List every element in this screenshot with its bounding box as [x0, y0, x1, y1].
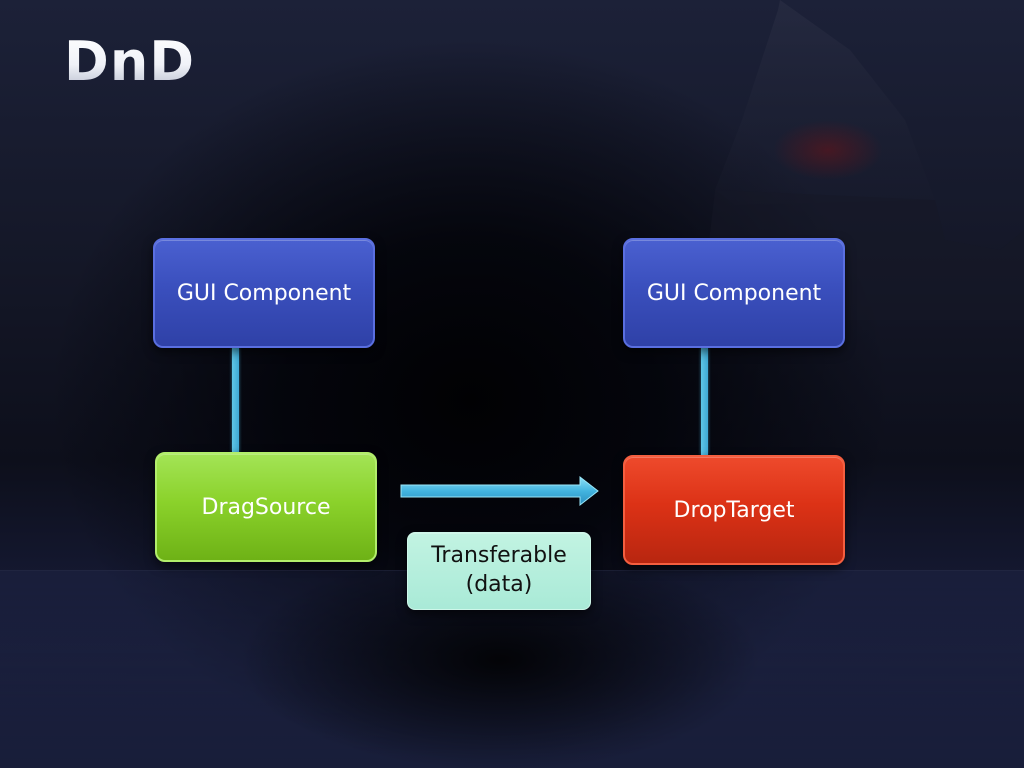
drag-source-label: DragSource: [201, 494, 331, 520]
gui-component-left-box: GUI Component: [153, 238, 375, 348]
drag-source-box: DragSource: [155, 452, 377, 562]
gui-component-right-label: GUI Component: [646, 280, 822, 306]
transferable-label: Transferable: [431, 543, 567, 569]
drop-target-box: DropTarget: [623, 455, 845, 565]
right-arrow-icon: [400, 475, 599, 507]
left-connector-line: [232, 348, 239, 452]
right-connector-line: [701, 348, 708, 455]
mascot-red-glow: [773, 120, 883, 180]
transferable-box: Transferable (data): [407, 532, 591, 610]
gui-component-right-box: GUI Component: [623, 238, 845, 348]
gui-component-left-label: GUI Component: [176, 280, 352, 306]
transferable-sublabel: (data): [465, 572, 533, 597]
slide-title: DnD: [64, 30, 196, 93]
drop-target-label: DropTarget: [673, 497, 795, 523]
